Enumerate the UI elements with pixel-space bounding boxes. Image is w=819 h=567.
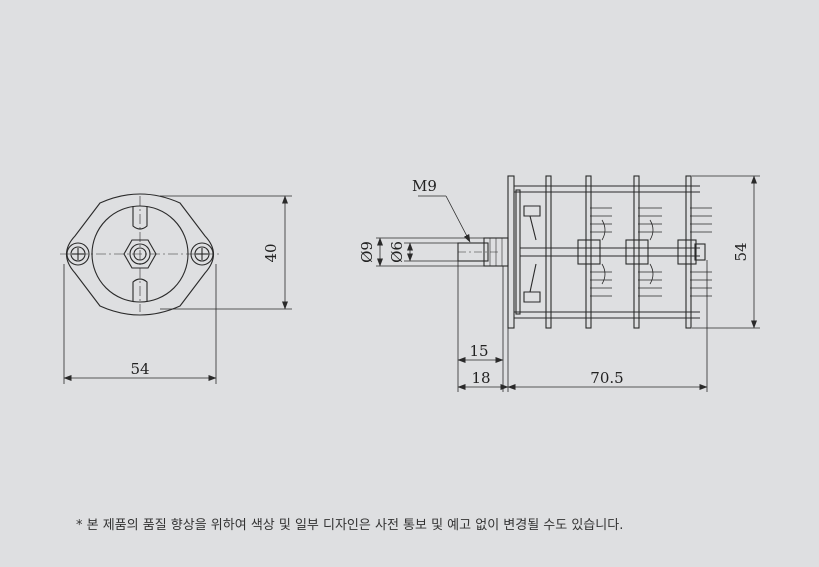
front-view <box>60 193 292 384</box>
outer-dia-label: Ø9 <box>358 241 376 263</box>
shaft-length-label: 18 <box>471 369 490 387</box>
wafer-decks <box>545 175 692 329</box>
mounting-plate <box>507 175 515 329</box>
body-height-label: 54 <box>732 242 750 261</box>
front-height-label: 40 <box>262 243 280 262</box>
body-length-label: 70.5 <box>590 369 623 387</box>
shaft-dia-label: Ø6 <box>388 241 406 263</box>
bushing-length-label: 15 <box>469 342 488 360</box>
contact-terminals <box>590 207 712 297</box>
front-width-label: 54 <box>130 360 149 378</box>
side-view <box>376 175 760 392</box>
footer-note: * 본 제품의 품질 향상을 위하여 색상 및 일부 디자인은 사전 통보 및 … <box>76 518 624 533</box>
thread-label: M9 <box>412 177 437 195</box>
flange-outline <box>65 193 215 316</box>
thread-leader <box>445 195 471 243</box>
bottom-slot <box>132 278 148 302</box>
